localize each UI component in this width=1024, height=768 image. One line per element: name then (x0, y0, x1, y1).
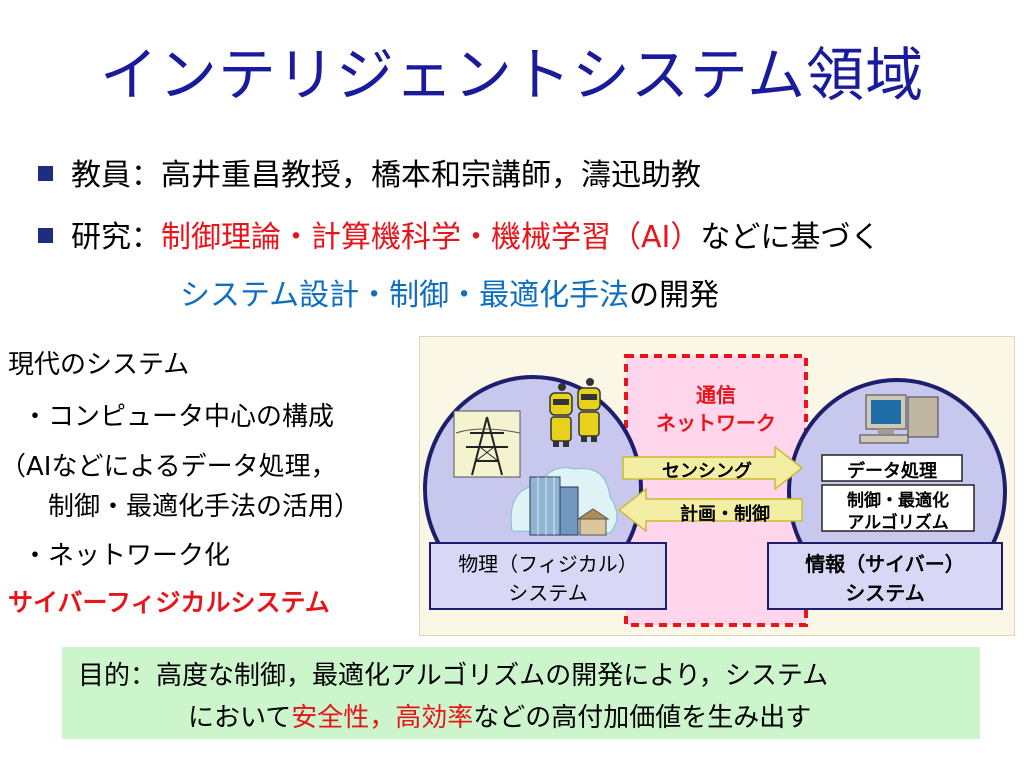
computer-centric-item: ・コンピュータ中心の構成 (22, 402, 335, 432)
data-processing-label: データ処理 (847, 461, 937, 482)
research-topics-line: システム設計・制御・最適化手法の開発 (180, 270, 719, 314)
cps-label: サイバーフィジカルシステム (8, 588, 330, 617)
data-processing-box (821, 454, 963, 482)
cps-diagram: 通信 ネットワーク センシング 計画・制御 データ処理 制御・最適化 アルゴリズ… (419, 336, 1015, 636)
sensing-label: センシング (662, 461, 752, 482)
purpose-safety: 安全性 (291, 703, 370, 733)
physical-system-label-1: 物理（フィジカル） (458, 552, 638, 576)
research-suffix: などに基づく (700, 220, 881, 255)
purpose-label: 目的： (78, 661, 157, 691)
network-label-2: ネットワーク (656, 411, 776, 435)
sensing-arrow (622, 445, 804, 491)
purpose-line-2: において安全性，高効率などの高付加価値を生み出す (188, 697, 811, 734)
cps-diagram-graphic (423, 354, 1007, 627)
modern-system-heading: 現代のシステム (8, 350, 190, 380)
purpose-efficiency: 高効率 (395, 703, 474, 733)
algorithm-box (821, 484, 975, 532)
bullet-research: 研究：制御理論・計算機科学・機械学習（AI）などに基づく (38, 212, 880, 256)
ai-note-line2: 制御・最適化手法の活用） (48, 492, 361, 522)
physical-system-label-2: システム (508, 581, 588, 605)
control-label: 計画・制御 (680, 504, 770, 525)
ai-note-line1: （AIなどによるデータ処理， (0, 452, 337, 482)
purpose-box: 目的：高度な制御，最適化アルゴリズムの開発により，システム において安全性，高効… (62, 647, 980, 739)
power-tower-icon (453, 410, 521, 478)
page-title: インテリジェントシステム領域 (99, 41, 925, 109)
faculty-text: 高井重昌教授，橋本和宗講師，濤迅助教 (161, 158, 701, 193)
algorithm-label-1: 制御・最適化 (847, 491, 949, 511)
research-label: 研究： (71, 220, 161, 255)
purpose-comma: ， (369, 703, 396, 733)
purpose-suffix: などの高付加価値を生み出す (473, 703, 812, 733)
robots-icon (549, 378, 601, 447)
algorithm-label-2: アルゴリズム (847, 513, 949, 533)
building-icon (510, 467, 618, 536)
physical-system-box (429, 542, 667, 610)
bullet-square-icon (38, 166, 53, 181)
purpose-prefix: において (188, 703, 292, 733)
cyber-system-label-2: システム (845, 581, 925, 605)
research-fields: 制御理論・計算機科学・機械学習（AI） (161, 220, 701, 255)
purpose-line-1: 目的：高度な制御，最適化アルゴリズムの開発により，システム (78, 655, 828, 692)
purpose-text-1: 高度な制御，最適化アルゴリズムの開発により，システム (156, 661, 829, 691)
control-arrow (617, 487, 803, 533)
faculty-label: 教員： (71, 158, 161, 193)
cyber-system-label-1: 情報（サイバー） (805, 552, 965, 576)
networked-item: ・ネットワーク化 (22, 541, 231, 571)
bullet-square-icon (38, 228, 53, 243)
network-label-1: 通信 (696, 383, 736, 407)
research-topics-suffix: の開発 (629, 278, 720, 313)
bullet-faculty: 教員：高井重昌教授，橋本和宗講師，濤迅助教 (38, 150, 701, 194)
cyber-system-box (767, 542, 1003, 610)
research-topics: システム設計・制御・最適化手法 (180, 278, 630, 313)
computer-icon (859, 394, 939, 444)
